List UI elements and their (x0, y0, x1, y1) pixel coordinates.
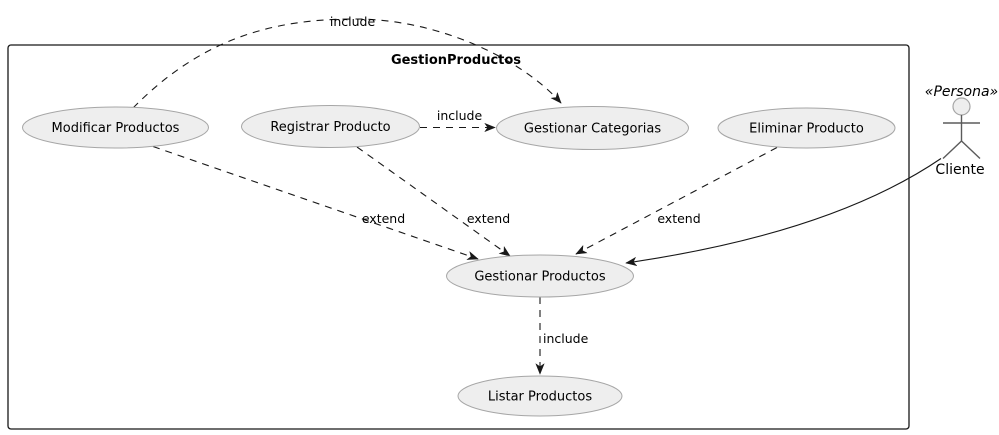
usecase-gestionar-label: Gestionar Productos (474, 270, 606, 285)
edge-label-extend-mid: extend (467, 211, 510, 226)
usecase-listar-label: Listar Productos (488, 390, 592, 405)
usecase-modificar-label: Modificar Productos (52, 121, 180, 136)
actor-head-icon (952, 97, 971, 116)
usecase-modificar-productos: Modificar Productos (22, 106, 209, 149)
usecase-categorias-ellipse (496, 106, 689, 150)
edge-extend-registrar-to-gestionar (356, 146, 510, 256)
edge-cliente-to-gestionar (626, 158, 942, 264)
edge-label-extend-right: extend (657, 211, 700, 226)
edge-extend-eliminar-to-gestionar (576, 147, 778, 255)
usecase-eliminar-ellipse (717, 107, 896, 149)
edge-label-include-bottom: include (543, 331, 589, 346)
system-boundary-frame (7, 44, 910, 430)
usecase-gestionar-productos: Gestionar Productos (446, 254, 634, 298)
usecase-registrar-producto: Registrar Producto (241, 105, 420, 148)
frame-title: GestionProductos (391, 53, 521, 68)
usecase-eliminar-producto: Eliminar Producto (717, 107, 896, 149)
edge-include-modificar-to-categorias (132, 18, 561, 109)
edge-label-extend-left: extend (362, 211, 405, 226)
actor-cliente: «Persona» Cliente (925, 84, 998, 178)
edge-label-include-top: include (330, 14, 376, 29)
usecase-listar-productos: Listar Productos (457, 375, 623, 417)
usecase-gestionar-ellipse (446, 254, 634, 298)
actor-legs-icon (942, 140, 981, 160)
usecase-categorias-label: Gestionar Categorias (524, 122, 661, 137)
usecase-registrar-label: Registrar Producto (270, 120, 390, 135)
edge-extend-modificar-to-gestionar (152, 145, 478, 260)
usecase-listar-ellipse (457, 375, 623, 417)
usecase-modificar-ellipse (22, 106, 209, 149)
usecase-registrar-ellipse (241, 105, 420, 148)
edge-label-include-mid: include (437, 108, 483, 123)
usecase-gestionar-categorias: Gestionar Categorias (496, 106, 689, 150)
usecase-eliminar-label: Eliminar Producto (749, 122, 864, 137)
actor-name-label: Cliente (935, 162, 984, 178)
actor-stereotype: «Persona» (925, 84, 998, 100)
actor-icon (942, 97, 981, 160)
